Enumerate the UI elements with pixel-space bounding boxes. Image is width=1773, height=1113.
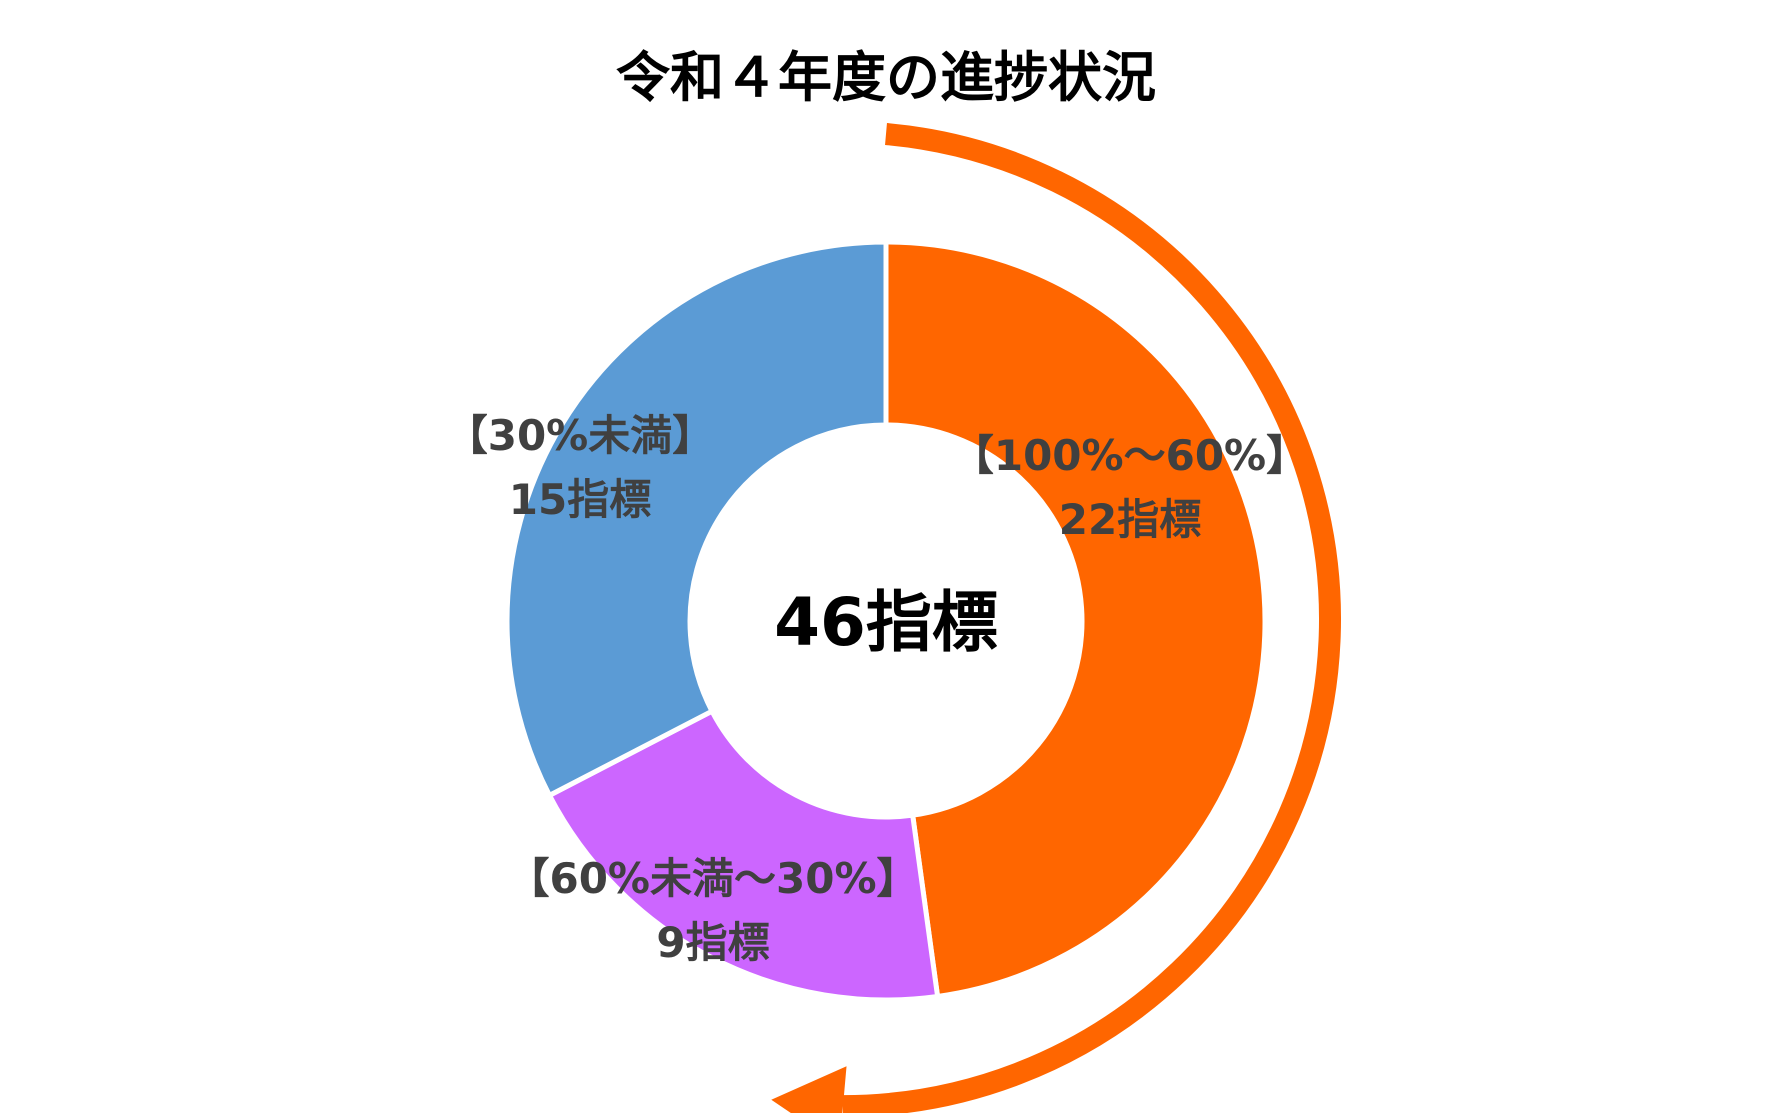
donut-slices [504,239,1268,1003]
slice-1-category-label: 【100%～60%】 [952,431,1308,480]
progress-arrow-shaft [842,123,1341,1113]
slice-2-category-label: 【60%未満～30%】 [507,854,918,903]
center-total-label: 46指標 [774,584,998,661]
slice-labels: 【100%～60%】 22指標【60%未満～30%】 9指標 【30%未満】 15指標 [446,411,1308,967]
progress-arrow-head [771,1066,847,1113]
slice-3 [504,239,889,799]
chart-title: 令和４年度の進捗状況 [616,46,1156,109]
slice-3-category-label: 【30%未満】 [446,411,715,460]
slice-2 [546,707,941,1003]
progress-arrow [771,123,1341,1113]
slice-3-value-label: 15指標 [509,475,651,524]
slice-1-value-label: 22指標 [1059,495,1201,544]
slice-2-value-label: 9指標 [656,918,769,967]
slice-1 [883,239,1268,1000]
